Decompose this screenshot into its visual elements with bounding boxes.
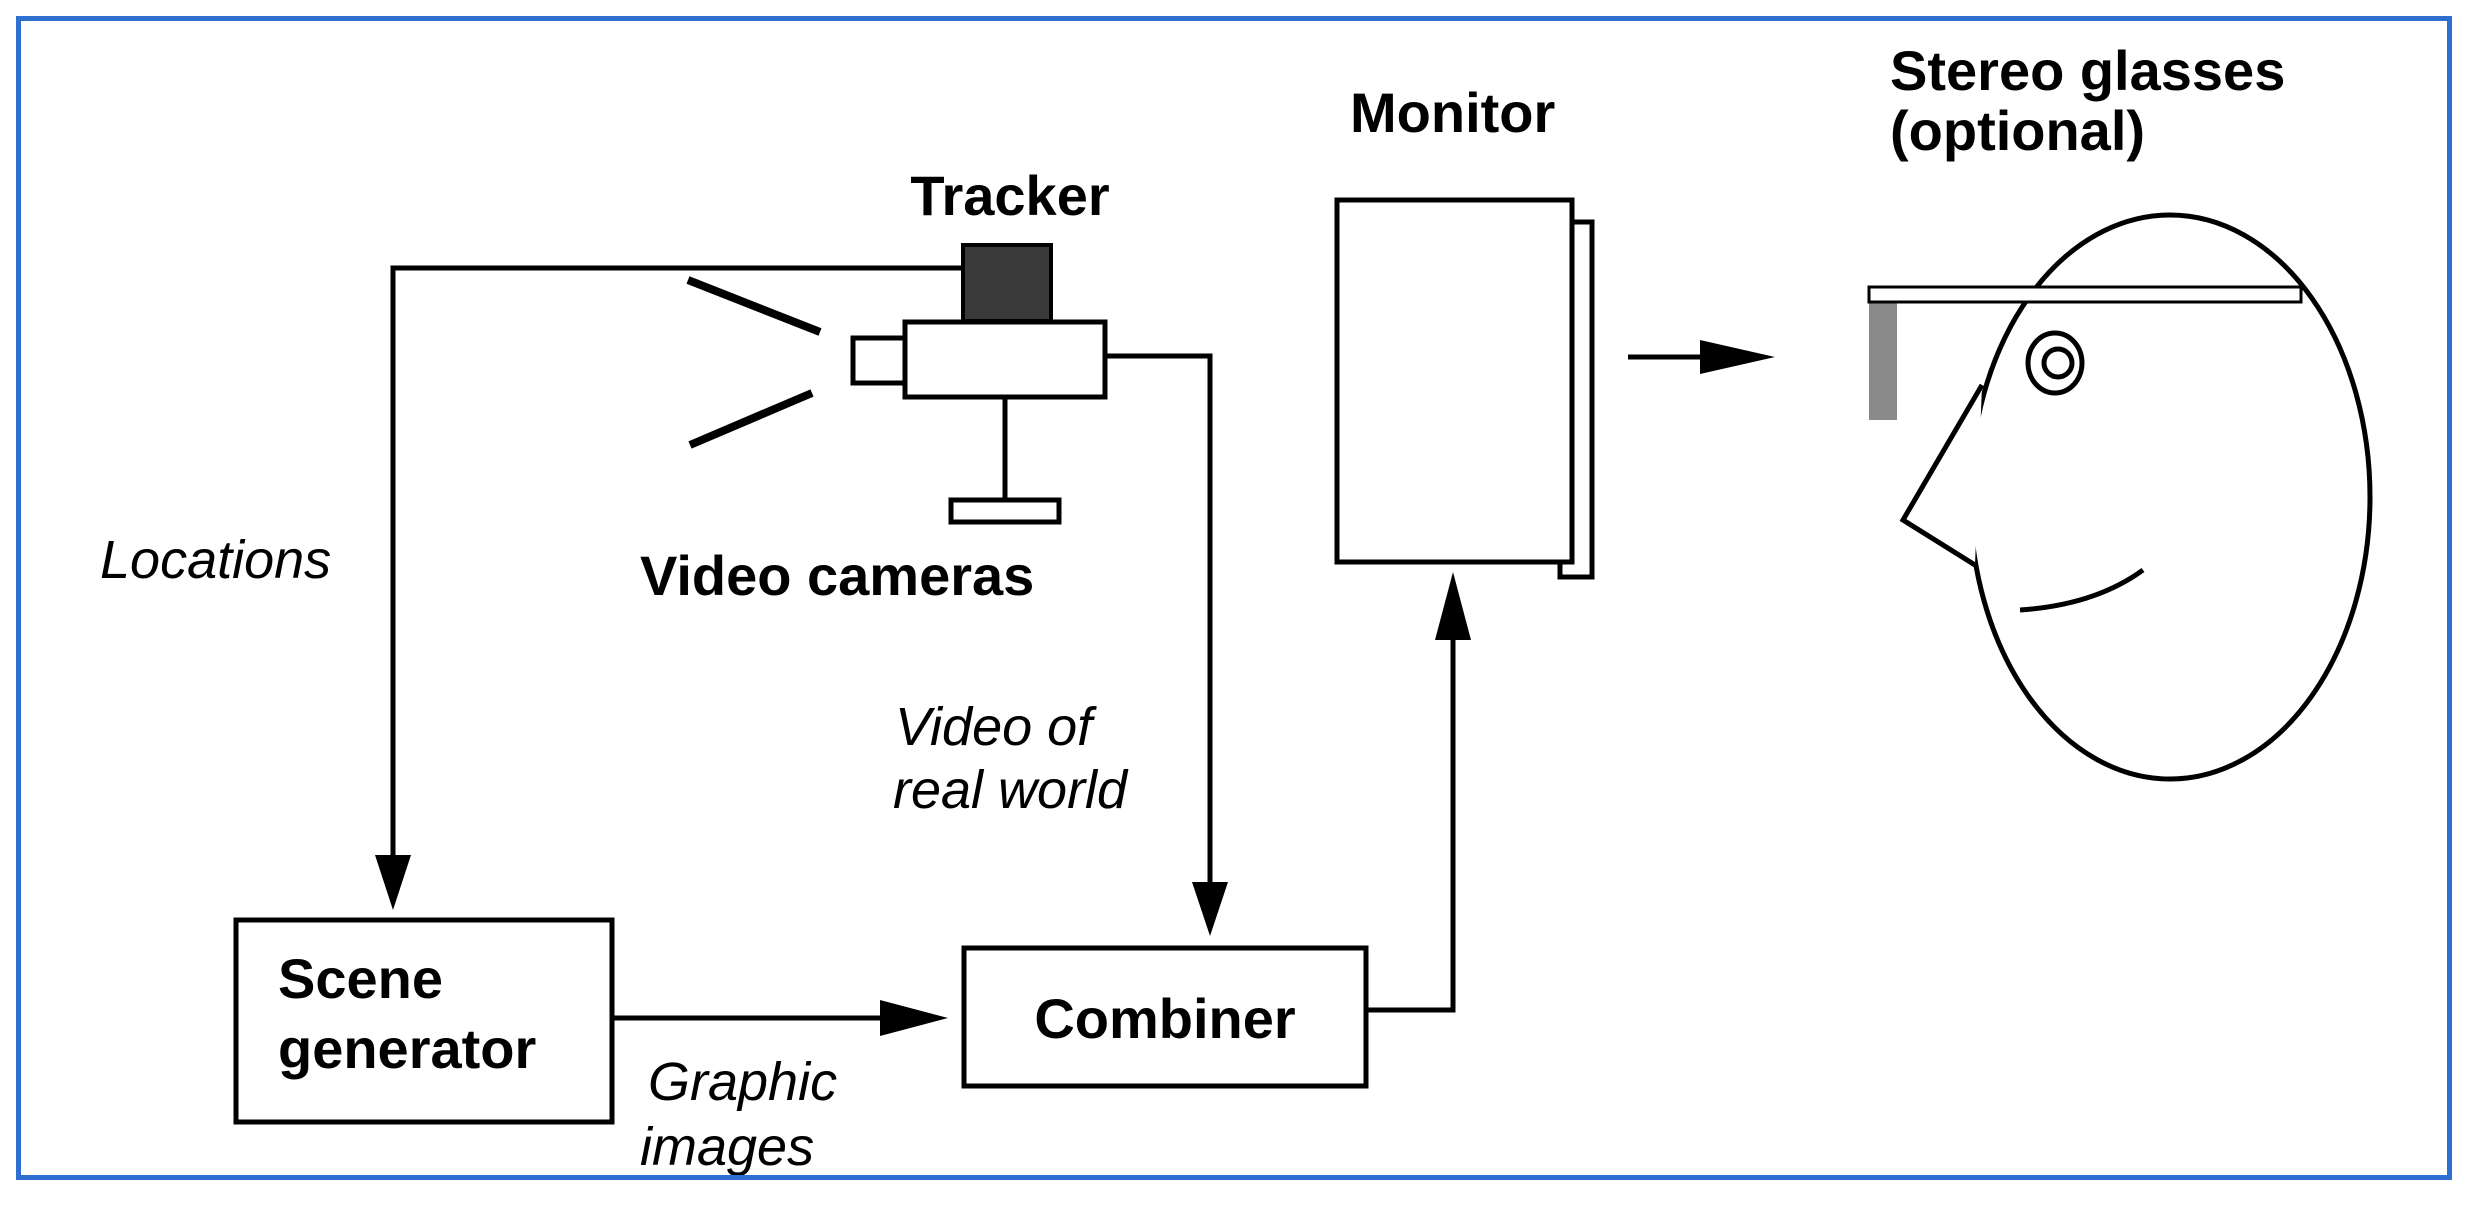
video-of-real-world-line — [1105, 353, 1213, 882]
combiner-to-monitor-arrowhead — [1435, 572, 1471, 640]
locations-line — [390, 265, 963, 855]
graphic-images-label-line2: images — [640, 1117, 814, 1177]
combiner-label: Combiner — [1034, 987, 1295, 1050]
tracker-block — [961, 243, 1053, 323]
camera-stand-base — [948, 497, 1062, 525]
scene-generator-label-line2: generator — [278, 1017, 536, 1080]
camera-lens — [850, 335, 908, 386]
stereo-glasses-label-line1: Stereo glasses — [1890, 39, 2285, 102]
combiner-box — [961, 945, 1369, 1089]
camera-body — [902, 319, 1108, 400]
combiner-to-monitor-line — [1366, 640, 1456, 1013]
video-camera-assembly — [686, 243, 1108, 525]
video-of-real-world-label-line2: real world — [893, 760, 1129, 820]
eye-pupil — [2041, 346, 2075, 380]
video-of-real-world-label-line1: Video of — [895, 697, 1097, 757]
scene-generator-box — [233, 917, 615, 1125]
tracker-label: Tracker — [910, 164, 1109, 227]
nose — [1899, 383, 1985, 568]
monitor-to-viewer-arrowhead — [1700, 340, 1775, 374]
camera-view-line-lower — [688, 389, 814, 449]
locations-label: Locations — [100, 530, 331, 590]
video-cameras-label: Video cameras — [640, 544, 1034, 607]
viewer-head — [1867, 212, 2373, 782]
locations-arrowhead — [375, 855, 411, 910]
glasses-bar — [1867, 285, 2303, 304]
video-of-real-world-arrowhead — [1192, 882, 1228, 936]
scene-generator-label-line1: Scene — [278, 947, 443, 1010]
mouth — [2019, 567, 2145, 613]
monitor-front — [1334, 197, 1575, 565]
stereo-glasses-label-line2: (optional) — [1890, 99, 2145, 162]
monitor-label: Monitor — [1350, 81, 1555, 144]
glasses-lens — [1869, 300, 1897, 420]
graphic-images-arrowhead — [880, 1000, 948, 1036]
graphic-images-label-line1: Graphic — [648, 1052, 837, 1112]
camera-view-line-upper — [686, 276, 822, 336]
monitor — [1334, 197, 1595, 580]
